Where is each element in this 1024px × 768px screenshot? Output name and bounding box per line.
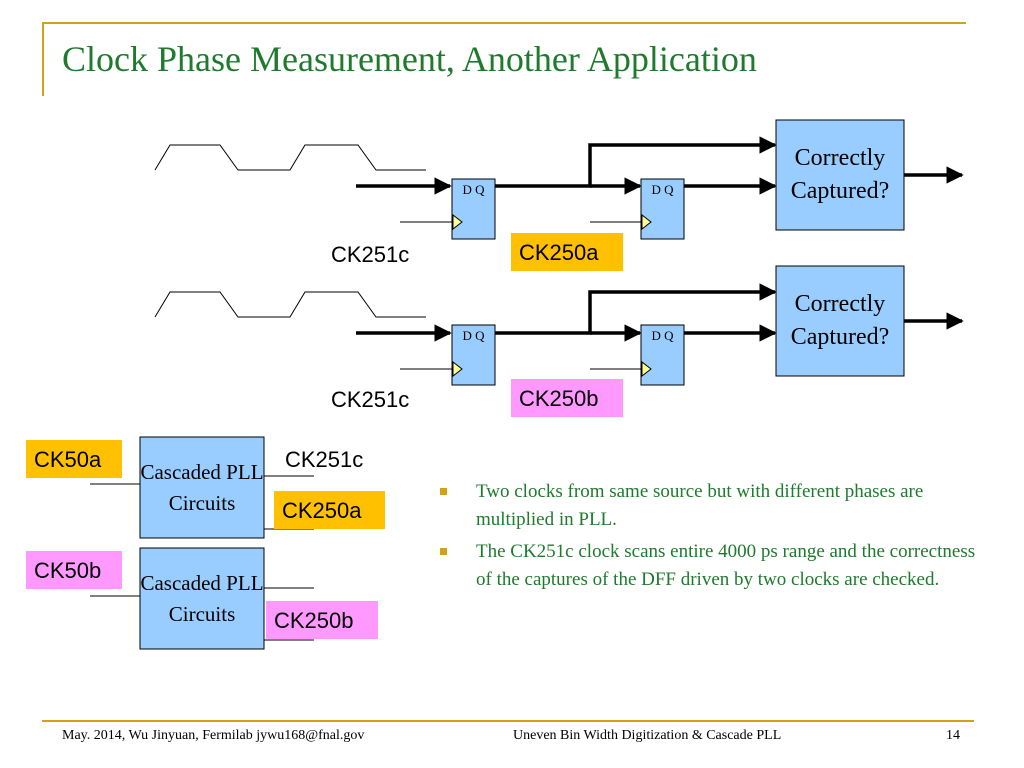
pll-input-tag-2: CK50b — [26, 551, 122, 589]
ff1-to-ff2-wire-1 — [495, 136, 777, 188]
pll-block-2 — [139, 547, 265, 650]
clock-triangle-1b — [641, 213, 652, 231]
flip-flop-2b — [640, 324, 685, 386]
ff-label-1a: D Q — [462, 182, 485, 197]
capture-block-1 — [775, 119, 905, 231]
bullet-square-icon — [440, 548, 447, 555]
flip-flop-1a — [451, 178, 496, 240]
footer-author: May. 2014, Wu Jinyuan, Fermilab jywu168@… — [62, 728, 365, 743]
flip-flop-1b — [640, 178, 685, 240]
title-frame — [42, 22, 966, 96]
flip-flop-2a — [451, 324, 496, 386]
bullet-item: The CK251c clock scans entire 4000 ps ra… — [440, 538, 980, 594]
slide-title: Clock Phase Measurement, Another Applica… — [62, 39, 757, 79]
pll-output-tag-2: CK250b — [266, 601, 378, 639]
pll-output-label-1: CK251c — [285, 447, 364, 472]
clock-in-label-1: CK251c — [331, 242, 410, 267]
ff1-to-ff2-wire-2 — [495, 283, 777, 335]
pll-block-group-2 — [90, 547, 314, 650]
page-number: 14 — [946, 728, 960, 743]
bullet-list: Two clocks from same source but with dif… — [440, 478, 980, 598]
ff-label-2b: D Q — [651, 328, 674, 343]
bullet-text: The CK251c clock scans entire 4000 ps ra… — [476, 541, 976, 590]
clock-tag-1: CK250a — [511, 233, 623, 271]
capture-block-2 — [775, 265, 905, 377]
capture-label-2: Correctly Captured? — [790, 291, 890, 350]
waveform-1 — [154, 144, 426, 171]
clock-triangle-1a — [452, 213, 463, 231]
waveform-2 — [154, 291, 426, 318]
ff-label-2a: D Q — [462, 328, 485, 343]
pll-input-tag-1: CK50a — [26, 440, 122, 478]
circuit-row-2 — [154, 265, 964, 386]
bullet-square-icon — [440, 488, 447, 495]
clock-in-label-2: CK251c — [331, 387, 410, 412]
footer-rule — [42, 720, 974, 722]
pll-block-1 — [139, 436, 265, 539]
clock-triangle-2a — [452, 360, 463, 378]
pll-output-tag-1: CK250a — [274, 491, 385, 529]
bullet-text: Two clocks from same source but with dif… — [476, 481, 924, 530]
bullet-item: Two clocks from same source but with dif… — [440, 478, 980, 534]
ff-label-1b: D Q — [651, 182, 674, 197]
pll-label-1: Cascaded PLL Circuits — [140, 459, 264, 515]
clock-tag-2: CK250b — [511, 379, 623, 417]
clock-triangle-2b — [641, 360, 652, 378]
capture-label-1: Correctly Captured? — [790, 145, 890, 204]
footer-topic: Uneven Bin Width Digitization & Cascade … — [513, 728, 782, 743]
pll-label-2: Cascaded PLL Circuits — [140, 570, 264, 626]
pll-block-group-1 — [90, 436, 314, 539]
circuit-row-1 — [154, 119, 964, 240]
